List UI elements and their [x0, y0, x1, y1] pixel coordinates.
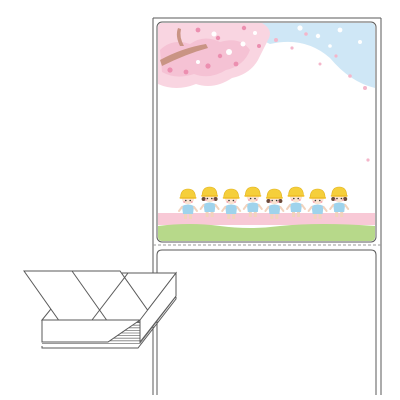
label-stack-icon [23, 270, 178, 349]
blossom-canopy-dark [160, 38, 250, 77]
ground-green [158, 224, 375, 241]
branch [160, 44, 208, 66]
stack-front-face [41, 319, 142, 343]
stack-bottom [41, 297, 177, 349]
stack-side-face [139, 271, 177, 344]
stack-fold-line [91, 272, 129, 321]
child-icon [307, 188, 328, 219]
label-artwork [158, 23, 375, 241]
blossom-flowers [167, 25, 261, 75]
stack-flap-fold [71, 270, 109, 323]
child-icon [264, 188, 285, 219]
blossom-spot [253, 31, 257, 35]
blossom-spot [211, 31, 217, 37]
blossom-spot [196, 60, 200, 64]
child-icon [242, 186, 263, 217]
children-group [178, 186, 350, 219]
child-icon [178, 188, 198, 219]
blossom-spot [226, 49, 232, 55]
blossom-spot [240, 41, 246, 47]
white-petals [297, 25, 362, 48]
label-sheet-icon [152, 17, 382, 395]
child-icon [199, 186, 220, 217]
label-bottom [156, 249, 377, 395]
child-icon [221, 188, 242, 219]
falling-petals [274, 32, 370, 162]
branch-twig [176, 28, 184, 46]
child-icon [286, 186, 306, 217]
child-icon [329, 186, 350, 217]
